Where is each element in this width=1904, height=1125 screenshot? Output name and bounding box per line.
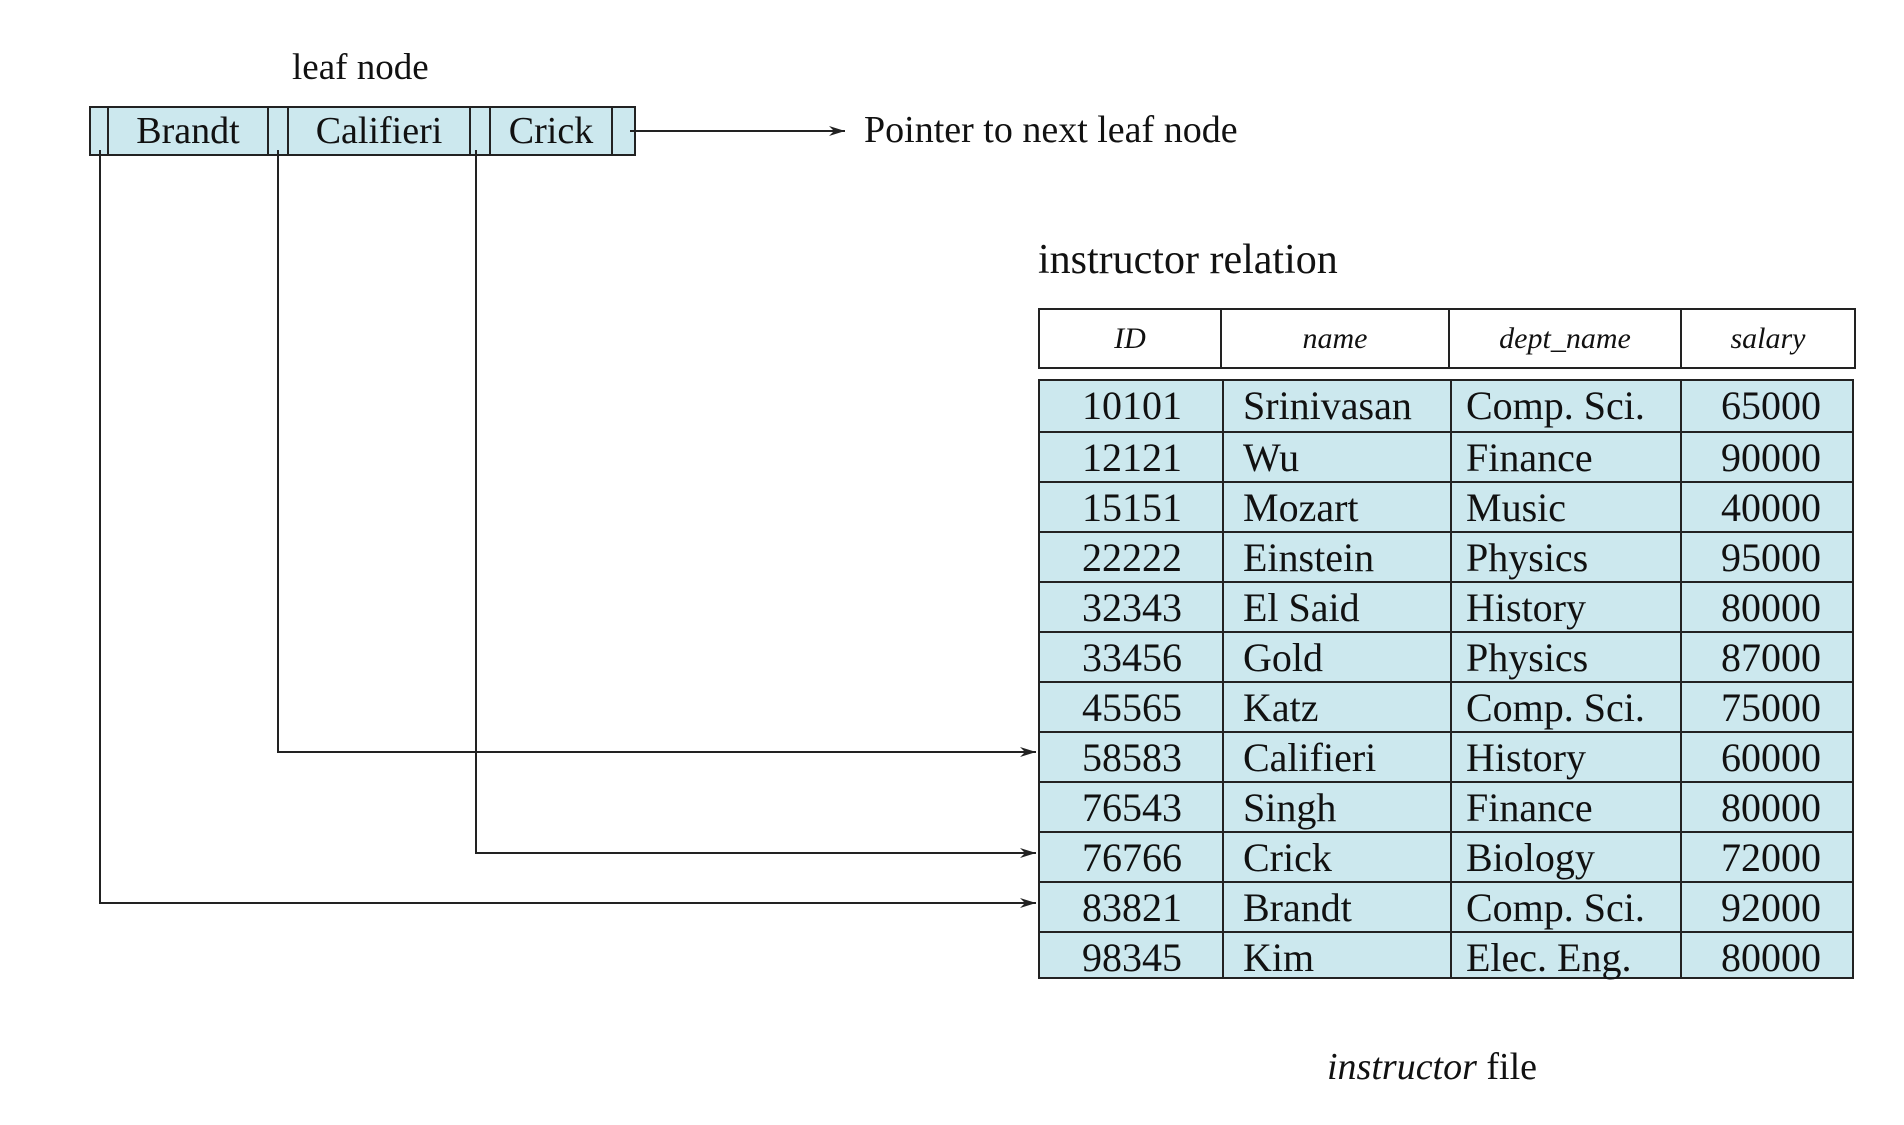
cell-salary: 80000 xyxy=(1721,935,1821,980)
pointer-divider xyxy=(267,108,269,154)
caption-italic: instructor xyxy=(1327,1046,1477,1088)
cell-id: 45565 xyxy=(1082,685,1182,730)
relation-title: instructor relation xyxy=(1038,237,1338,283)
cell-name: Mozart xyxy=(1243,485,1359,530)
next-leaf-pointer-label: Pointer to next leaf node xyxy=(864,109,1238,151)
cell-salary: 40000 xyxy=(1721,485,1821,530)
cell-dept-name: Physics xyxy=(1466,635,1589,680)
leaf-key-brandt: Brandt xyxy=(136,110,240,152)
cell-salary: 72000 xyxy=(1721,835,1821,880)
pointer-divider xyxy=(611,108,613,154)
cell-dept-name: Comp. Sci. xyxy=(1466,685,1645,730)
table-row: 22222 Einstein Physics 95000 xyxy=(1040,531,1852,581)
cell-name: Wu xyxy=(1243,435,1300,480)
pointer-divider xyxy=(287,108,289,154)
column-divider xyxy=(1680,381,1682,977)
caption-plain: file xyxy=(1476,1046,1538,1088)
cell-salary: 87000 xyxy=(1721,635,1821,680)
cell-salary: 92000 xyxy=(1721,885,1821,930)
cell-dept-name: Finance xyxy=(1466,435,1593,480)
column-header-name: name xyxy=(1302,322,1368,355)
crick-pointer-arrow xyxy=(475,150,1036,858)
table-row: 83821 Brandt Comp. Sci. 92000 xyxy=(1040,881,1852,931)
table-row: 58583 Califieri History 60000 xyxy=(1040,731,1852,781)
leaf-key-califieri: Califieri xyxy=(315,110,443,152)
cell-id: 76543 xyxy=(1082,785,1182,830)
column-divider xyxy=(1222,381,1224,977)
column-header-dept-name: dept_name xyxy=(1499,322,1631,355)
cell-name: El Said xyxy=(1243,585,1360,630)
cell-salary: 65000 xyxy=(1721,383,1821,428)
table-row: 10101 Srinivasan Comp. Sci. 65000 xyxy=(1040,381,1852,431)
cell-dept-name: History xyxy=(1466,735,1586,780)
table-row: 32343 El Said History 80000 xyxy=(1040,581,1852,631)
cell-dept-name: Physics xyxy=(1466,535,1589,580)
cell-dept-name: Finance xyxy=(1466,785,1593,830)
cell-id: 98345 xyxy=(1082,935,1182,980)
column-header-id: ID xyxy=(1114,322,1146,355)
column-divider xyxy=(1450,381,1452,977)
cell-dept-name: Comp. Sci. xyxy=(1466,383,1645,428)
table-row: 76543 Singh Finance 80000 xyxy=(1040,781,1852,831)
cell-salary: 80000 xyxy=(1721,785,1821,830)
column-divider xyxy=(1448,310,1450,367)
cell-name: Einstein xyxy=(1243,535,1375,580)
table-row: 12121 Wu Finance 90000 xyxy=(1040,431,1852,481)
cell-id: 22222 xyxy=(1082,535,1182,580)
cell-name: Brandt xyxy=(1243,885,1352,930)
cell-salary: 90000 xyxy=(1721,435,1821,480)
pointer-divider xyxy=(489,108,491,154)
cell-salary: 60000 xyxy=(1721,735,1821,780)
cell-dept-name: Biology xyxy=(1466,835,1595,880)
cell-salary: 75000 xyxy=(1721,685,1821,730)
cell-dept-name: Comp. Sci. xyxy=(1466,885,1645,930)
cell-id: 76766 xyxy=(1082,835,1182,880)
leaf-node: Brandt Califieri Crick xyxy=(89,106,636,156)
cell-name: Califieri xyxy=(1243,735,1377,780)
califieri-pointer-arrow xyxy=(277,150,1036,757)
column-header-salary: salary xyxy=(1730,322,1806,355)
cell-name: Srinivasan xyxy=(1243,383,1412,428)
column-divider xyxy=(1680,310,1682,367)
cell-dept-name: Music xyxy=(1466,485,1566,530)
pointer-divider xyxy=(469,108,471,154)
table-row: 98345 Kim Elec. Eng. 80000 xyxy=(1040,931,1852,981)
cell-id: 32343 xyxy=(1082,585,1182,630)
figure-caption: instructor file xyxy=(1327,1042,1537,1092)
cell-dept-name: Elec. Eng. xyxy=(1466,935,1632,980)
cell-dept-name: History xyxy=(1466,585,1586,630)
table-row: 45565 Katz Comp. Sci. 75000 xyxy=(1040,681,1852,731)
brandt-pointer-arrow xyxy=(99,150,1036,908)
pointer-divider xyxy=(107,108,109,154)
table-row: 33456 Gold Physics 87000 xyxy=(1040,631,1852,681)
cell-name: Crick xyxy=(1243,835,1332,880)
cell-salary: 95000 xyxy=(1721,535,1821,580)
cell-id: 10101 xyxy=(1082,383,1182,428)
cell-name: Singh xyxy=(1243,785,1337,830)
table-row: 15151 Mozart Music 40000 xyxy=(1040,481,1852,531)
leaf-key-crick: Crick xyxy=(508,110,594,152)
leaf-node-label: leaf node xyxy=(292,47,429,88)
cell-id: 83821 xyxy=(1082,885,1182,930)
cell-salary: 80000 xyxy=(1721,585,1821,630)
cell-name: Kim xyxy=(1243,935,1315,980)
cell-name: Katz xyxy=(1243,685,1319,730)
cell-id: 12121 xyxy=(1082,435,1182,480)
cell-id: 15151 xyxy=(1082,485,1182,530)
column-divider xyxy=(1220,310,1222,367)
relation-header: ID name dept_name salary xyxy=(1038,308,1856,369)
table-row: 76766 Crick Biology 72000 xyxy=(1040,831,1852,881)
cell-name: Gold xyxy=(1243,635,1323,680)
cell-id: 33456 xyxy=(1082,635,1182,680)
cell-id: 58583 xyxy=(1082,735,1182,780)
